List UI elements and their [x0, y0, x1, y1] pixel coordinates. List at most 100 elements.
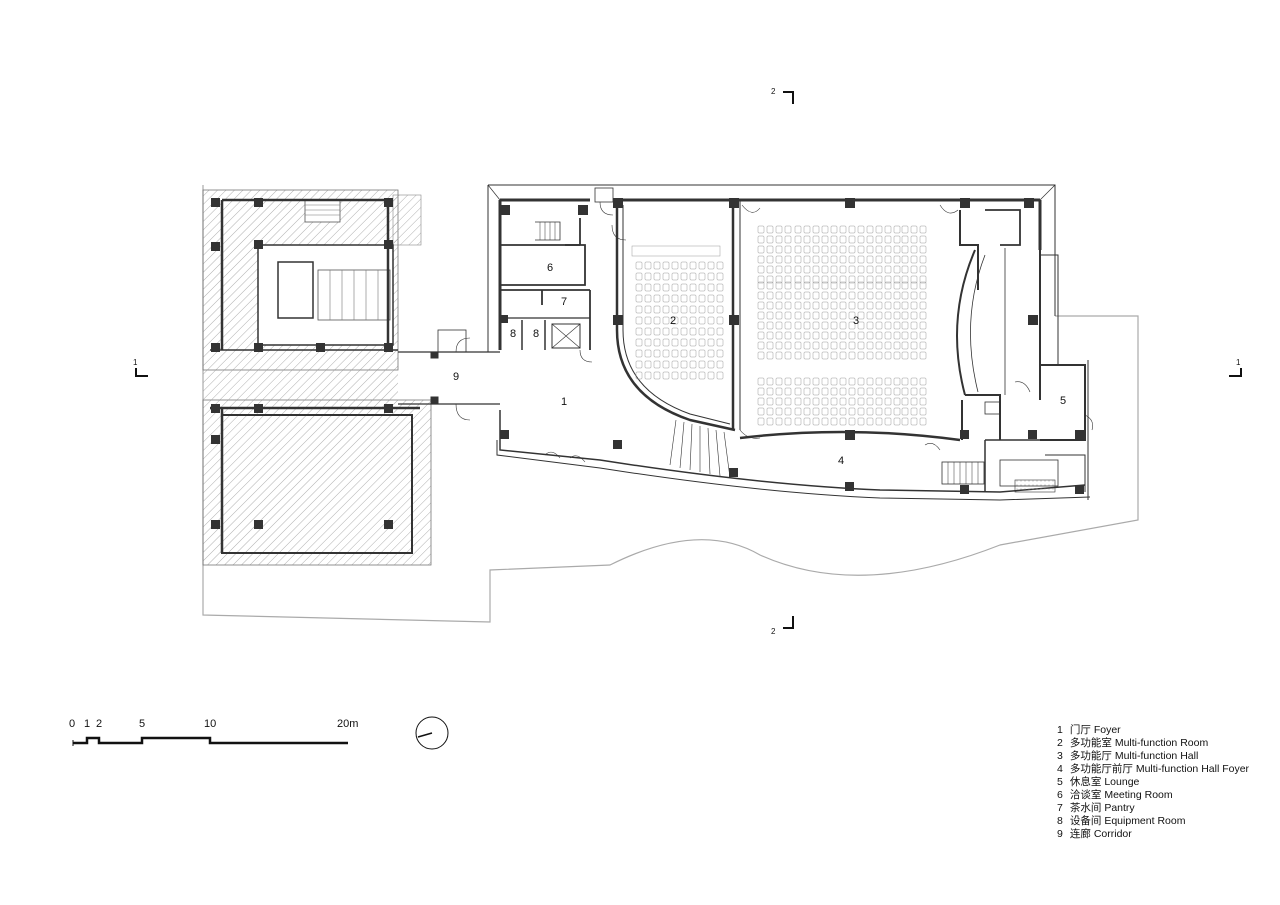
seat	[875, 311, 883, 320]
seat	[919, 377, 927, 386]
seat	[875, 275, 883, 284]
seat	[919, 407, 927, 416]
seat	[848, 321, 856, 330]
seat	[812, 275, 820, 284]
seat	[866, 275, 874, 284]
seat	[662, 349, 670, 358]
seat	[644, 371, 652, 380]
legend-item-number: 1	[1057, 724, 1063, 736]
seat	[794, 281, 802, 290]
seat	[671, 349, 679, 358]
room-tag-3: 3	[853, 315, 859, 327]
seat	[653, 305, 661, 314]
seat	[884, 291, 892, 300]
seat	[698, 360, 706, 369]
seat	[821, 225, 829, 234]
seat	[919, 331, 927, 340]
seat	[812, 281, 820, 290]
seat	[830, 417, 838, 426]
seat	[784, 265, 792, 274]
seat	[812, 225, 820, 234]
seat	[910, 225, 918, 234]
seat	[866, 417, 874, 426]
seat	[901, 281, 909, 290]
seat	[784, 291, 792, 300]
seat	[830, 311, 838, 320]
seat	[635, 360, 643, 369]
legend-item-number: 7	[1057, 802, 1063, 814]
seat	[766, 377, 774, 386]
seat	[839, 291, 847, 300]
seat	[866, 351, 874, 360]
seat	[794, 397, 802, 406]
seat	[821, 387, 829, 396]
seat	[794, 407, 802, 416]
seat	[884, 225, 892, 234]
seat	[821, 377, 829, 386]
seat	[919, 397, 927, 406]
seat	[662, 316, 670, 325]
seat	[812, 255, 820, 264]
seat	[884, 311, 892, 320]
seat	[716, 349, 724, 358]
seat	[803, 321, 811, 330]
seat	[698, 371, 706, 380]
seat	[821, 407, 829, 416]
existing-columns	[211, 198, 393, 529]
seat	[794, 331, 802, 340]
seat	[662, 272, 670, 281]
seat	[766, 397, 774, 406]
seat	[830, 235, 838, 244]
seat	[821, 235, 829, 244]
seat	[919, 235, 927, 244]
seat	[757, 407, 765, 416]
seat	[803, 407, 811, 416]
seat	[653, 316, 661, 325]
seat	[707, 327, 715, 336]
seat	[910, 321, 918, 330]
seat	[757, 275, 765, 284]
seat	[766, 331, 774, 340]
seat	[848, 377, 856, 386]
seat	[671, 294, 679, 303]
seat	[866, 397, 874, 406]
north-arrow-icon	[415, 716, 449, 750]
seat	[662, 371, 670, 380]
section-markers	[135, 91, 1242, 629]
seat	[635, 261, 643, 270]
site-boundary	[202, 185, 1139, 623]
seat	[689, 338, 697, 347]
room-tag-1: 1	[561, 396, 567, 408]
seat	[857, 351, 865, 360]
seat	[839, 397, 847, 406]
seat	[812, 265, 820, 274]
seat	[919, 225, 927, 234]
seat	[803, 275, 811, 284]
legend-item: 3 多功能厅 Multi-function Hall	[1057, 750, 1272, 763]
seat	[839, 377, 847, 386]
seat	[848, 387, 856, 396]
seat	[803, 235, 811, 244]
seat	[644, 360, 652, 369]
seat	[653, 261, 661, 270]
seat	[812, 341, 820, 350]
seat	[919, 341, 927, 350]
seat	[857, 301, 865, 310]
seat	[821, 397, 829, 406]
seat	[644, 327, 652, 336]
seat	[635, 305, 643, 314]
section-mark-1-right: 1	[1236, 358, 1241, 367]
seat	[875, 235, 883, 244]
scale-tick-5: 5	[139, 718, 145, 730]
seat	[866, 225, 874, 234]
seat	[775, 397, 783, 406]
seat	[893, 281, 901, 290]
seating-multi-function-hall	[757, 225, 927, 426]
seat	[857, 225, 865, 234]
seat	[698, 349, 706, 358]
seat	[910, 265, 918, 274]
seat	[803, 265, 811, 274]
seat	[716, 338, 724, 347]
seat	[875, 281, 883, 290]
